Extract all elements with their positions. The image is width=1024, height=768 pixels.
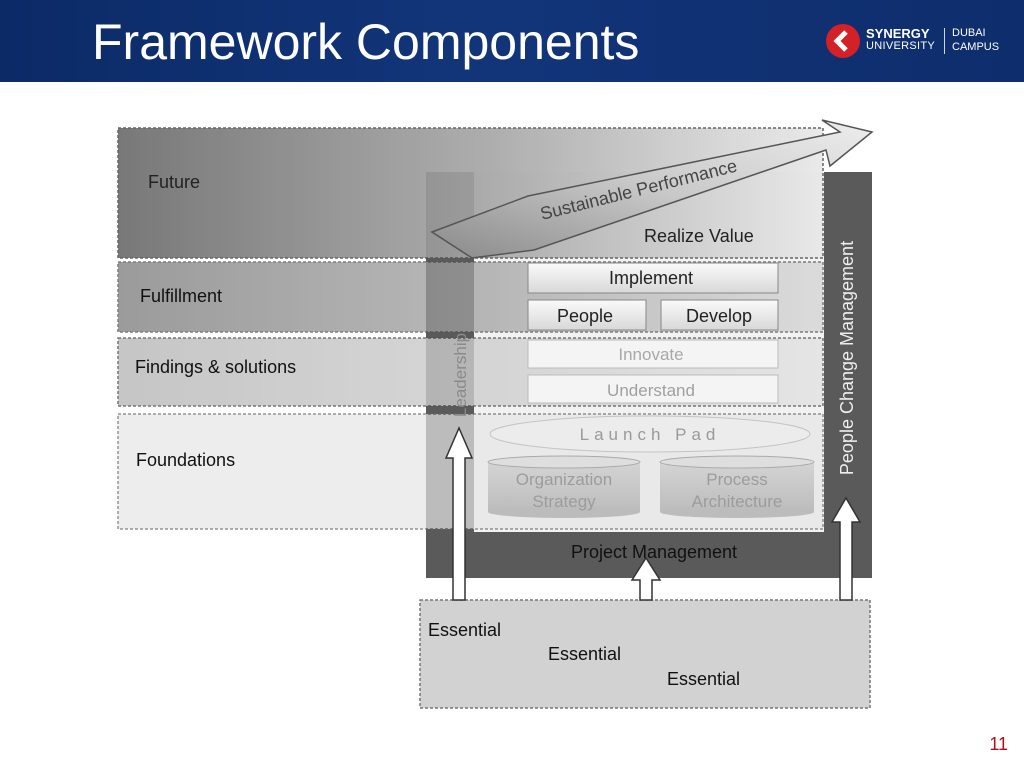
understand-label: Understand bbox=[607, 381, 695, 400]
develop-label: Develop bbox=[686, 306, 752, 326]
launch-pad-label: Launch Pad bbox=[580, 425, 721, 444]
logo-subname: UNIVERSITY bbox=[866, 40, 936, 52]
org-strategy-cylinder-base bbox=[488, 506, 640, 518]
org-strategy-cylinder-top bbox=[487, 455, 641, 469]
innovate-label: Innovate bbox=[618, 345, 683, 364]
org-strategy-line1: Organization bbox=[516, 470, 612, 489]
process-architecture-cylinder bbox=[660, 462, 814, 512]
people-box bbox=[527, 299, 647, 331]
layer-label-findings: Findings & solutions bbox=[135, 357, 296, 377]
sustainable-performance-arrow bbox=[430, 119, 874, 259]
essential-label-1: Essential bbox=[428, 620, 501, 640]
people-label: People bbox=[557, 306, 613, 326]
layer-label-future: Future bbox=[148, 172, 200, 192]
logo-campus-line2: CAMPUS bbox=[952, 41, 1000, 53]
layer-label-foundations: Foundations bbox=[136, 450, 235, 470]
essentials-box bbox=[419, 599, 871, 709]
logo-divider bbox=[944, 28, 945, 54]
slide-header: Framework Components SYNERGY UNIVERSITY … bbox=[0, 0, 1024, 82]
leadership-up-arrow bbox=[444, 426, 474, 601]
logo-name: SYNERGY bbox=[866, 26, 930, 41]
implement-label: Implement bbox=[609, 268, 693, 288]
implement-box bbox=[527, 262, 779, 294]
essential-label-3: Essential bbox=[667, 669, 740, 689]
essential-label-2: Essential bbox=[548, 644, 621, 664]
org-strategy-cylinder bbox=[488, 462, 640, 512]
leadership-label: Leadership bbox=[451, 333, 470, 417]
slide-title: Framework Components bbox=[92, 14, 640, 70]
layer-label-fulfillment: Fulfillment bbox=[140, 286, 222, 306]
realize-value-label: Realize Value bbox=[644, 226, 754, 246]
project-management-label: Project Management bbox=[571, 542, 737, 562]
innovate-box bbox=[527, 339, 779, 369]
understand-box bbox=[527, 374, 779, 404]
process-architecture-cylinder-top bbox=[659, 455, 815, 469]
process-architecture-line1: Process bbox=[706, 470, 767, 489]
page-number: 11 bbox=[989, 734, 1008, 754]
university-logo: SYNERGY UNIVERSITY DUBAI CAMPUS bbox=[826, 24, 1006, 60]
org-strategy-line2: Strategy bbox=[532, 492, 596, 511]
project-management-up-arrow bbox=[630, 556, 662, 601]
people-change-up-arrow bbox=[830, 496, 862, 601]
people-change-management-label: People Change Management bbox=[837, 241, 857, 475]
process-architecture-cylinder-base bbox=[660, 506, 814, 518]
develop-box bbox=[660, 299, 779, 331]
process-architecture-line2: Architecture bbox=[692, 492, 783, 511]
logo-chevron-icon bbox=[826, 24, 860, 58]
launch-pad bbox=[489, 415, 811, 453]
logo-campus-line1: DUBAI bbox=[952, 27, 986, 39]
